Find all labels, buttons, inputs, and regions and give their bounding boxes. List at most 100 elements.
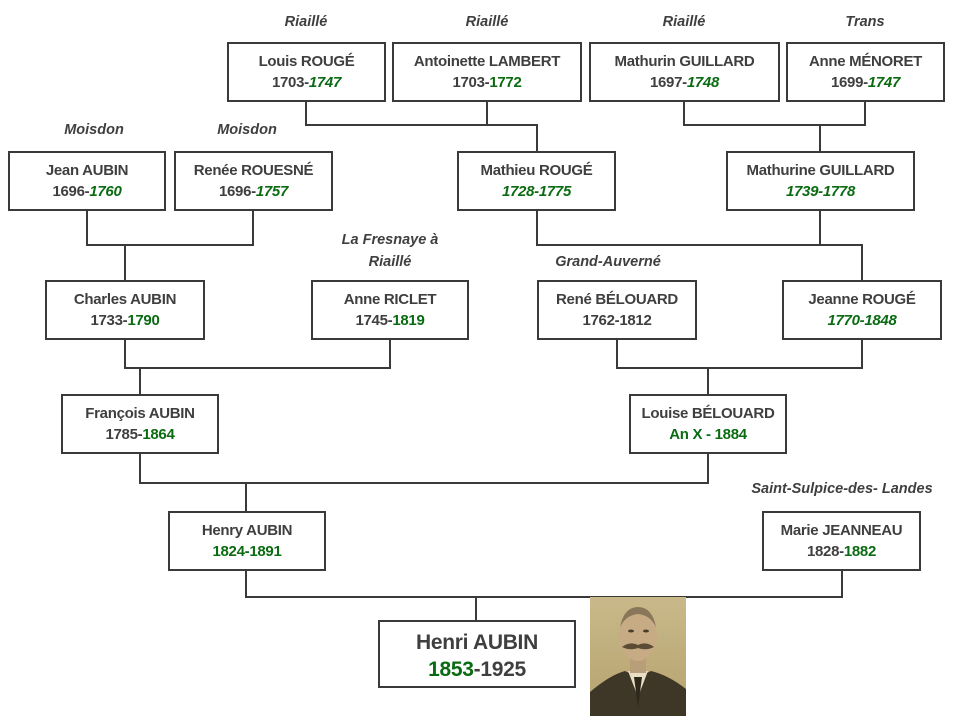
person-name: Mathieu ROUGÉ	[480, 162, 593, 179]
person-box-anne-menoret: Anne MÉNORET 1699-1747	[786, 42, 945, 102]
person-name: François AUBIN	[85, 405, 195, 422]
person-name: Mathurin GUILLARD	[614, 53, 755, 70]
portrait-photo	[590, 597, 686, 716]
person-box-marie-jeanneau: Marie JEANNEAU 1828-1882	[762, 511, 921, 571]
born-year: 1728	[501, 183, 535, 200]
birthplace-label: Riaillé	[284, 14, 328, 30]
person-box-mathurin-guillard: Mathurin GUILLARD 1697-1748	[589, 42, 780, 102]
person-box-mathurine-guillard: Mathurine GUILLARD 1739-1778	[726, 151, 915, 211]
person-name: Jean AUBIN	[45, 162, 129, 179]
born-year: 1696	[52, 183, 85, 200]
date-separator: -	[244, 543, 250, 560]
person-dates: 1728-1775	[459, 183, 614, 200]
born-year: 1703	[452, 74, 485, 91]
date-separator: -	[702, 426, 715, 443]
date-separator: -	[859, 312, 865, 329]
person-dates: 1697-1748	[591, 74, 778, 91]
born-year: 1762	[582, 312, 615, 329]
died-year: 1812	[619, 312, 652, 329]
died-year: 1925	[480, 658, 526, 681]
born-year: 1828	[806, 543, 840, 560]
person-dates: 1828-1882	[764, 543, 919, 560]
person-dates: 1696-1757	[176, 183, 331, 200]
person-name: Henri AUBIN	[416, 631, 538, 654]
person-box-renee-rouesne: Renée ROUESNÉ 1696-1757	[174, 151, 333, 211]
date-separator: -	[484, 74, 490, 91]
birthplace-label: Saint-Sulpice-des- Landes	[751, 481, 933, 497]
person-box-anne-riclet: Anne RICLET 1745-1819	[311, 280, 469, 340]
died-year: 1748	[686, 74, 720, 91]
person-dates: 1824-1891	[170, 543, 324, 560]
person-name: Anne RICLET	[343, 291, 437, 308]
person-dates: 1703-1772	[394, 74, 580, 91]
person-name: Renée ROUESNÉ	[193, 162, 314, 179]
date-separator: -	[863, 74, 868, 91]
person-box-louis-rouge: Louis ROUGÉ 1703-1747	[227, 42, 386, 102]
person-dates: 1696-1760	[10, 183, 164, 200]
born-year: 1745	[355, 312, 388, 329]
born-year: 1785	[105, 426, 138, 443]
birthplace-label: Riaillé	[662, 14, 706, 30]
date-separator: -	[251, 183, 256, 200]
person-dates: 1739-1778	[728, 183, 913, 200]
person-name: Jeanne ROUGÉ	[808, 291, 916, 308]
birthplace-label: Grand-Auverné	[555, 254, 661, 270]
born-year: 1824	[212, 543, 245, 560]
date-separator: -	[818, 183, 823, 200]
born-year: 1696	[218, 183, 252, 200]
person-name: Marie JEANNEAU	[780, 522, 903, 539]
died-year: 1747	[308, 74, 342, 91]
person-box-henry-aubin: Henry AUBIN 1824-1891	[168, 511, 326, 571]
date-separator: -	[304, 74, 309, 91]
date-separator: -	[534, 183, 539, 200]
died-year: 1819	[392, 312, 425, 329]
died-year: 1778	[822, 183, 856, 200]
person-dates: 1733-1790	[47, 312, 203, 329]
person-name: René BÉLOUARD	[556, 291, 678, 308]
birthplace-label: Moisdon	[64, 122, 124, 138]
died-year: 1884	[714, 426, 747, 443]
person-dates: 1745-1819	[313, 312, 467, 329]
died-year: 1772	[489, 74, 522, 91]
date-separator: -	[122, 312, 128, 329]
date-separator: -	[84, 183, 90, 200]
person-box-antoinette-lambert: Antoinette LAMBERT 1703-1772	[392, 42, 582, 102]
birthplace-label: Moisdon	[217, 122, 277, 138]
person-dates: 1703-1747	[229, 74, 384, 91]
died-year: 1891	[249, 543, 282, 560]
died-year: 1790	[127, 312, 160, 329]
person-dates: An X - 1884	[631, 426, 785, 443]
born-year: 1697	[649, 74, 683, 91]
person-name: Louise BÉLOUARD	[641, 405, 775, 422]
person-name: Antoinette LAMBERT	[413, 53, 561, 70]
born-year: An X	[669, 426, 703, 443]
person-box-mathieu-rouge: Mathieu ROUGÉ 1728-1775	[457, 151, 616, 211]
date-separator: -	[387, 312, 393, 329]
died-year: 1864	[142, 426, 175, 443]
person-box-rene-belouard: René BÉLOUARD 1762-1812	[537, 280, 697, 340]
person-name: Louis ROUGÉ	[258, 53, 355, 70]
person-name: Anne MÉNORET	[808, 53, 923, 70]
person-dates: 1785-1864	[63, 426, 217, 443]
birthplace-line: La Fresnaye à	[341, 232, 439, 248]
person-dates: 1762-1812	[539, 312, 695, 329]
birthplace-label: Trans	[845, 14, 885, 30]
died-year: 1882	[843, 543, 877, 560]
died-year: 1747	[867, 74, 901, 91]
born-year: 1699	[830, 74, 864, 91]
person-dates: 1770-1848	[784, 312, 940, 329]
person-box-louise-belouard: Louise BÉLOUARD An X - 1884	[629, 394, 787, 454]
person-name: Mathurine GUILLARD	[746, 162, 895, 179]
died-year: 1775	[538, 183, 572, 200]
born-year: 1770	[827, 312, 860, 329]
person-dates: 1699-1747	[788, 74, 943, 91]
died-year: 1760	[89, 183, 122, 200]
person-name: Henry AUBIN	[201, 522, 293, 539]
date-separator: -	[614, 312, 620, 329]
date-separator: -	[137, 426, 143, 443]
died-year: 1757	[255, 183, 289, 200]
born-year: 1853	[428, 658, 474, 681]
